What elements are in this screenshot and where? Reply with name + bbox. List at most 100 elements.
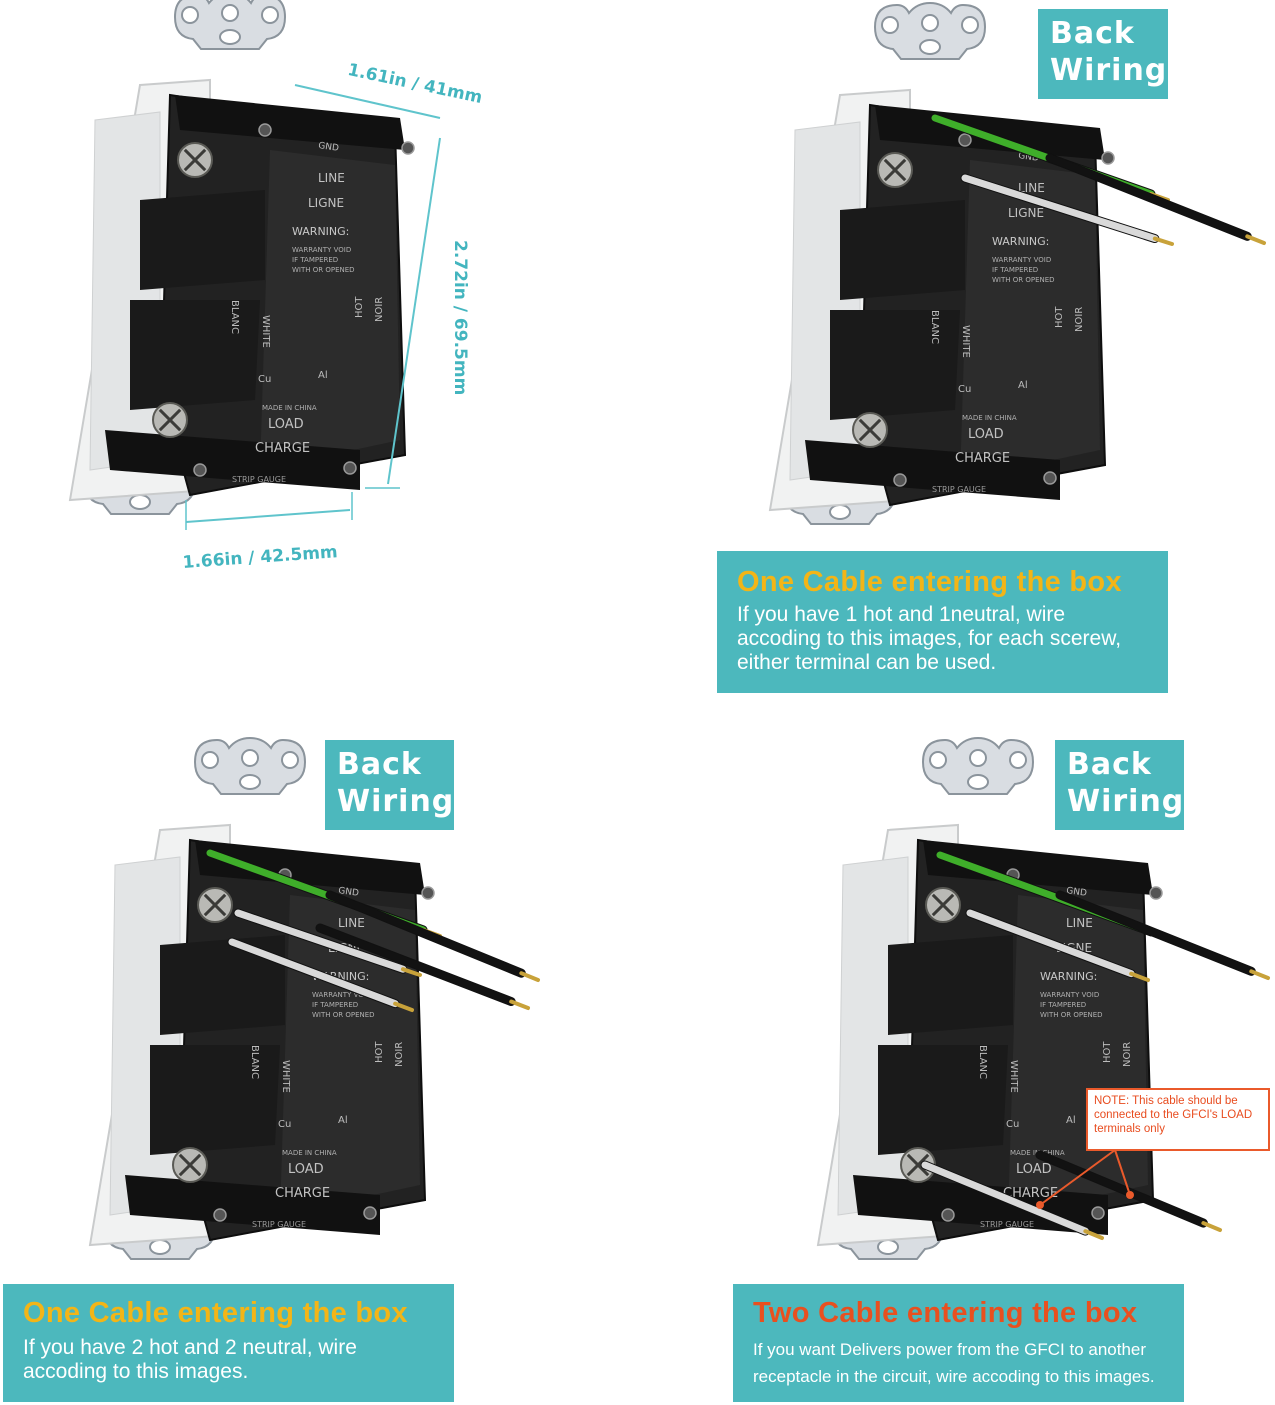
device-label: CHARGE [955, 451, 1010, 466]
screw-slot [203, 893, 227, 917]
caption-box-3: Two Cable entering the box If you want D… [733, 1284, 1184, 1402]
note-pointer-dot [1126, 1191, 1134, 1199]
device-label: IF TAMPERED [312, 1001, 358, 1009]
caption-heading-1: One Cable entering the box [737, 566, 1122, 598]
mounting-strap [173, 0, 287, 50]
bottom-rib [125, 1175, 380, 1235]
neutral-wire-2 [228, 938, 399, 1008]
top-rib [923, 840, 1153, 895]
bottom-rib [805, 440, 1060, 500]
strap-hole [261, 6, 279, 24]
caption-heading-3: Two Cable entering the box [753, 1297, 1138, 1329]
body-block [160, 935, 285, 1035]
device-label: Al [1066, 1115, 1076, 1126]
device-label: Al [318, 370, 328, 381]
strap-hole [961, 16, 979, 34]
device-label: CHARGE [255, 441, 310, 456]
load-neutral-wire-copper-tip [1083, 1229, 1104, 1240]
strap-hole [921, 14, 939, 32]
dimension-line-width [185, 509, 351, 523]
device-label: WARNING: [992, 235, 1049, 248]
face-recess [789, 121, 861, 481]
strap-slot [239, 774, 261, 790]
hot-wire [1056, 891, 1255, 975]
neutral-wire-2-copper-tip [393, 1001, 414, 1012]
device-label: Cu [1006, 1119, 1019, 1130]
dimension-height: 2.72in / 69.5mm [450, 240, 470, 396]
hot-wire-1 [326, 891, 525, 977]
neutral-wire-copper-tip [1129, 971, 1150, 982]
device-label: WHITE [280, 1060, 291, 1093]
strap-hole [1009, 751, 1027, 769]
strap-hole [221, 4, 239, 22]
screw-slot [178, 1153, 202, 1177]
strap-hole [929, 751, 947, 769]
note-pointer [1039, 1149, 1116, 1206]
strap-slot [129, 494, 151, 510]
screw-slot [158, 408, 182, 432]
strap-hole [881, 16, 899, 34]
device-label: GND [318, 141, 340, 154]
body-rivet [893, 473, 907, 487]
device-label: WITH OR OPENED [992, 276, 1055, 284]
hot-wire-copper-tip [1249, 969, 1270, 980]
body-rivet [1091, 1206, 1105, 1220]
device-label: LOAD [968, 427, 1004, 442]
device-label: WARRANTY VOID [1040, 991, 1099, 999]
device-label: BLANC [249, 1045, 260, 1079]
device-label: LINE [1066, 916, 1093, 930]
device-label: WITH OR OPENED [312, 1011, 375, 1019]
device-label: WARNING: [1040, 970, 1097, 983]
device-label: LOAD [268, 417, 304, 432]
body-block [140, 190, 265, 290]
device-label: HOT [354, 296, 365, 318]
caption-body-3: If you want Delivers power from the GFCI… [753, 1340, 1155, 1386]
device-label: LOAD [288, 1162, 324, 1177]
load-terminal-note: NOTE: This cable should be connected to … [1086, 1088, 1270, 1151]
strap-slot [149, 1239, 171, 1255]
top-rib [175, 95, 405, 150]
device-label: HOT [374, 1041, 385, 1063]
device-label: LINE [338, 916, 365, 930]
body-block [130, 300, 260, 410]
note-pointer [1114, 1149, 1131, 1196]
device-label: IF TAMPERED [1040, 1001, 1086, 1009]
device-label: WHITE [960, 325, 971, 358]
body-rivet [401, 141, 415, 155]
strap-slot [967, 774, 989, 790]
strap-slot [919, 39, 941, 55]
screw-slot [858, 418, 882, 442]
device-label: Al [338, 1115, 348, 1126]
device-label: MADE IN CHINA [282, 1149, 337, 1157]
device-label: LIGNE [1008, 206, 1044, 220]
load-hot-wire [1036, 1151, 1207, 1227]
caption-box-1: One Cable entering the box If you have 1… [717, 551, 1168, 693]
body-back-panel [960, 160, 1100, 480]
strap-hole [281, 751, 299, 769]
body-block [840, 200, 965, 300]
hot-wire [1046, 154, 1251, 240]
neutral-wire-copper-tip [1152, 236, 1174, 246]
device-label: WITH OR OPENED [292, 266, 355, 274]
strap-slot [219, 29, 241, 45]
body-rivet [1101, 151, 1115, 165]
device-label: MADE IN CHINA [262, 404, 317, 412]
hot-wire-1-copper-tip [519, 971, 540, 982]
device-label: STRIP GAUGE [252, 1220, 306, 1229]
body-rivet [941, 1208, 955, 1222]
device-label: HOT [1102, 1041, 1113, 1063]
strap-hole [969, 749, 987, 767]
neutral-wire-1 [234, 909, 407, 973]
device-label: NOIR [394, 1042, 405, 1067]
strap-hole [241, 749, 259, 767]
top-rib [195, 840, 425, 895]
back-wiring-tag-1: Back Wiring [1038, 9, 1168, 99]
screw-slot [183, 148, 207, 172]
device-label: WHITE [260, 315, 271, 348]
body-rivet [343, 461, 357, 475]
neutral-wire-1-copper-tip [400, 967, 422, 977]
body-rivet [258, 123, 272, 137]
device-label: MADE IN CHINA [962, 414, 1017, 422]
device-label: STRIP GAUGE [232, 475, 286, 484]
